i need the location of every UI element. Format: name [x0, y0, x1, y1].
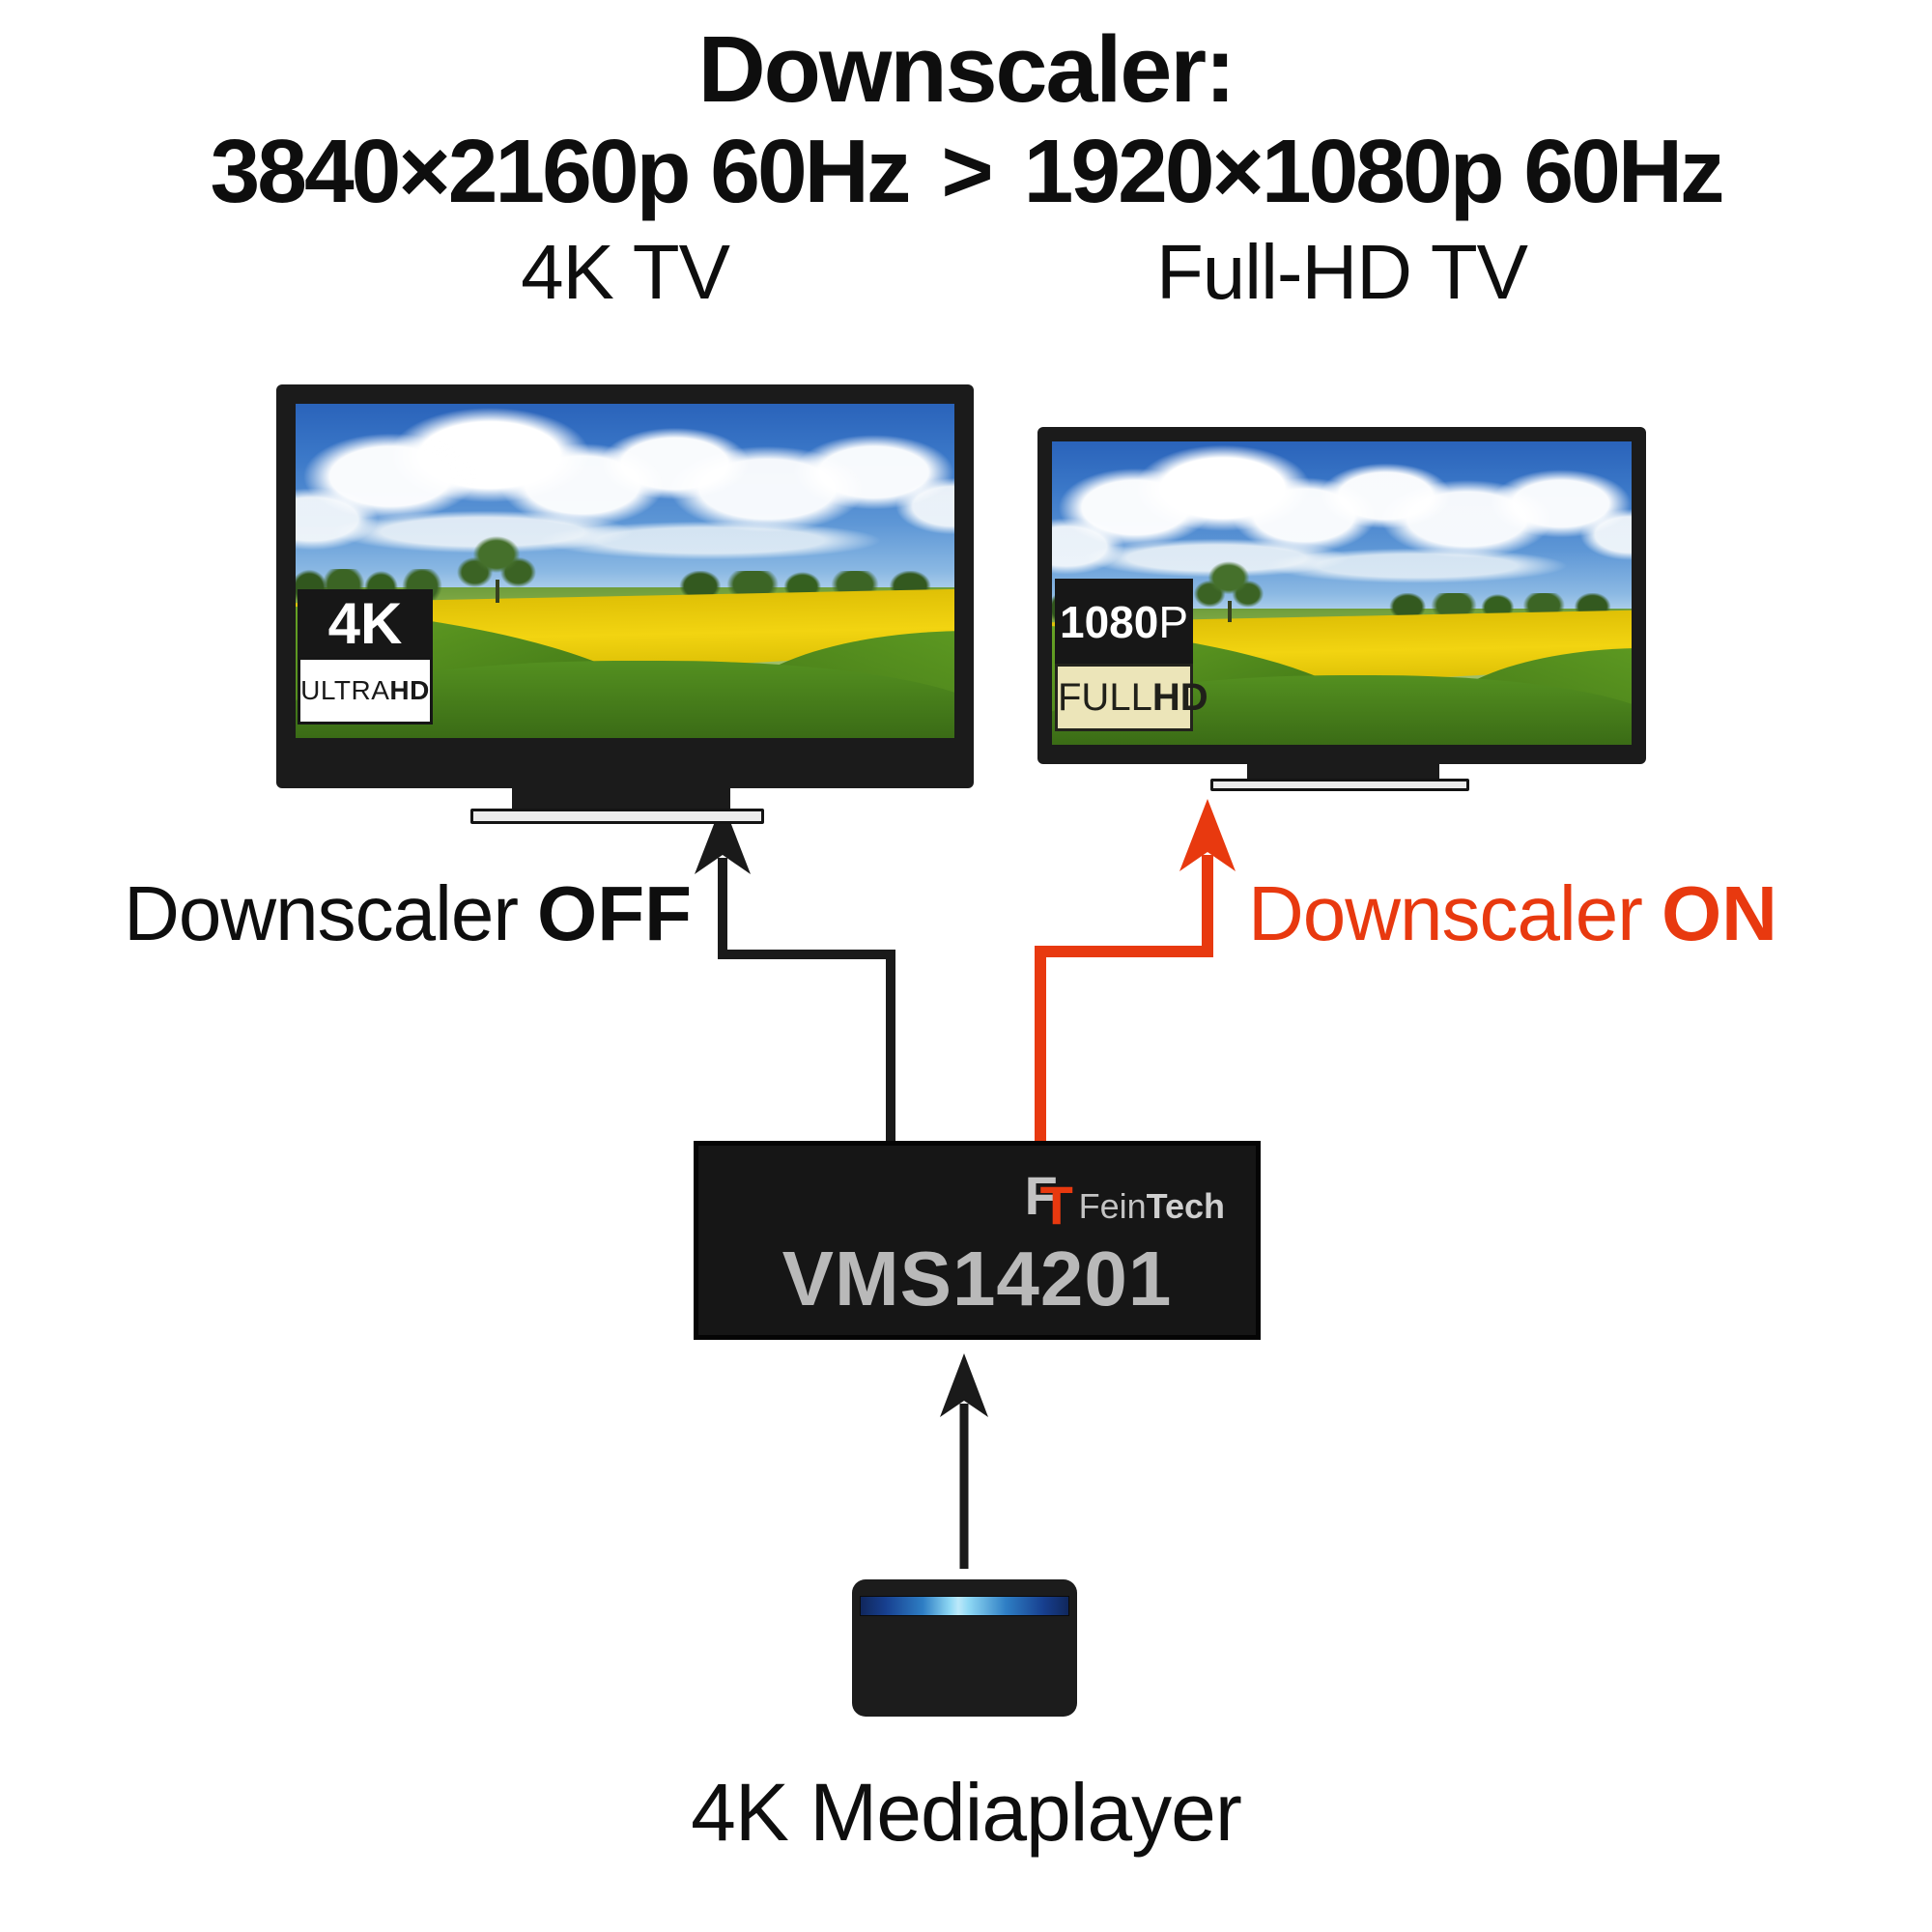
tv-4k: 4K ULTRAHD [276, 384, 974, 788]
logo-letter-t: T [1039, 1175, 1073, 1236]
downscaler-off-prefix: Downscaler [124, 870, 519, 956]
badge-1080p-bottom: FULLHD [1055, 664, 1208, 731]
mediaplayer-led-strip [860, 1596, 1069, 1616]
arrowhead-source [940, 1353, 988, 1417]
tv-4k-label: 4K TV [521, 229, 730, 315]
downscaler-off-state: OFF [537, 870, 692, 956]
brand-fein: Fein [1078, 1186, 1147, 1226]
badge-1080-text: 1080 [1059, 597, 1159, 647]
photo-tree [446, 527, 547, 605]
badge-4k-bottom: ULTRAHD [298, 657, 433, 724]
feintech-wordmark: FeinTech [1079, 1186, 1225, 1227]
tv-fullhd-stand-neck [1247, 764, 1439, 780]
badge-hd-text: HD [1151, 676, 1208, 719]
badge-ultra-text: ULTRA [300, 675, 390, 705]
brand-tech: Tech [1146, 1186, 1225, 1226]
badge-4k-ultrahd: 4K ULTRAHD [298, 589, 433, 724]
mediaplayer-device [852, 1579, 1077, 1717]
model-number: VMS14201 [781, 1236, 1173, 1321]
tv-4k-screen-photo: 4K ULTRAHD [296, 404, 954, 738]
feintech-monogram-icon: F T [1024, 1165, 1075, 1233]
tv-fullhd: 1080P FULLHD [1037, 427, 1646, 764]
feintech-logo: F T FeinTech [1024, 1165, 1225, 1233]
resolution-target: 1920×1080p 60Hz [1023, 121, 1725, 221]
tv-fullhd-screen-photo: 1080P FULLHD [1052, 441, 1632, 745]
arrowhead-on [1179, 799, 1236, 871]
wire-downscaler-on [1035, 799, 1236, 1146]
tv-fullhd-label: Full-HD TV [1155, 229, 1528, 315]
tv-4k-stand-base [470, 809, 764, 824]
hdmi-switch-box: F T FeinTech VMS14201 [694, 1141, 1261, 1340]
greater-than-symbol: > [941, 121, 993, 221]
badge-full-text: FULL [1058, 676, 1152, 719]
badge-4k-top: 4K [298, 589, 433, 657]
resolution-line: 3840×2160p 60Hz >1920×1080p 60Hz [0, 120, 1932, 223]
tv-4k-stand-neck [512, 788, 730, 810]
wire-downscaler-off [695, 802, 895, 1146]
logo-letter-f: F [1024, 1165, 1058, 1226]
downscaler-on-prefix: Downscaler [1248, 870, 1643, 956]
diagram-title: Downscaler: [697, 16, 1236, 122]
badge-1080p-top: 1080P [1055, 579, 1193, 664]
badge-hd-text: HD [389, 675, 430, 705]
wire-source [940, 1353, 988, 1569]
badge-1080p-fullhd: 1080P FULLHD [1055, 579, 1208, 731]
mediaplayer-label: 4K Mediaplayer [691, 1767, 1242, 1858]
tv-fullhd-stand-base [1210, 779, 1469, 791]
downscaler-on-state: ON [1661, 870, 1777, 956]
photo-tree [1185, 554, 1272, 624]
resolution-source: 3840×2160p 60Hz [210, 121, 912, 221]
badge-p-text: P [1158, 597, 1189, 647]
